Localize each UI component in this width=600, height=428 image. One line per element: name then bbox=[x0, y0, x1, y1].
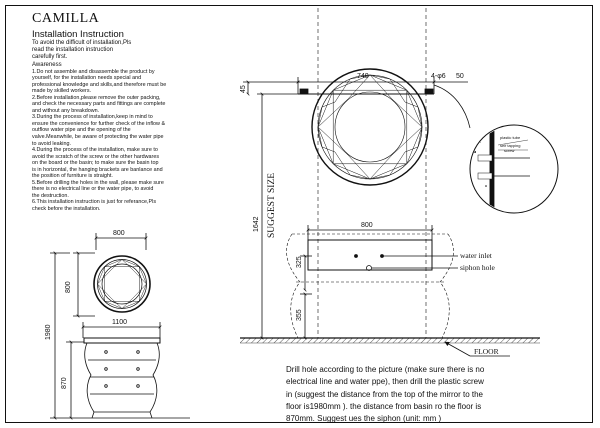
left-elevation-drawing bbox=[50, 233, 190, 420]
water-inlet-label: water inlet bbox=[460, 251, 493, 260]
note-line: in (suggest the distance from the top of… bbox=[286, 389, 483, 399]
dim-top-offset: 45 bbox=[240, 85, 247, 93]
large-mirror bbox=[311, 68, 429, 186]
siphon-hole-label: siphon hole bbox=[460, 263, 495, 272]
warning-line: outflow water pipe and the opening of th… bbox=[32, 127, 131, 134]
floor-label: FLOOR bbox=[474, 347, 499, 356]
intro-text: To avoid the difficult of installation,P… bbox=[32, 40, 192, 61]
intro-line: carefully first. bbox=[32, 54, 68, 60]
dim-mirror-width-right: 740 bbox=[357, 73, 369, 80]
small-cabinet bbox=[83, 337, 161, 419]
suggest-size-label: SUGGEST SIZE bbox=[267, 173, 277, 238]
cabinet-outline bbox=[286, 233, 454, 339]
warning-line: the position of furniture is straight. bbox=[32, 173, 113, 180]
warning-line: ensure the convenience for further check… bbox=[32, 120, 166, 127]
warning-line: on the board or the basin; to make sure … bbox=[32, 160, 159, 167]
warning-line: to avoid leaking. bbox=[32, 140, 71, 147]
dim-siphon-height: 355 bbox=[296, 309, 303, 321]
note-line: floor is1980mm ). the distance from basi… bbox=[286, 401, 482, 411]
dim-inlet-height: 325 bbox=[296, 256, 303, 268]
warning-line: 2.Before installation,please remove the … bbox=[32, 94, 161, 101]
intro-line: To avoid the difficult of installation,P… bbox=[32, 40, 132, 46]
warning-line: avoid the scratch of the screw or the ot… bbox=[32, 153, 160, 160]
warning-line: 1.Do not assemble and disassemble the pr… bbox=[32, 68, 155, 75]
dim-cabinet-width-left: 1100 bbox=[112, 319, 127, 326]
warning-line: there is no electrical line or the water… bbox=[32, 186, 154, 193]
dim-total-height-left: 1980 bbox=[45, 324, 52, 340]
warning-line: 6.This installation instruction is just … bbox=[32, 199, 157, 206]
warning-line: the destruction. bbox=[32, 192, 69, 199]
warning-line: yourself, for the installation needs spe… bbox=[32, 75, 142, 82]
warnings-list: Awareness 1.Do not assemble and disassem… bbox=[32, 62, 207, 213]
detail-label-plastic-tube: plastic tube bbox=[500, 135, 521, 140]
warning-line: 4.During the process of the installation… bbox=[32, 147, 158, 154]
right-elevation-drawing bbox=[240, 8, 559, 357]
warning-line: 5.Before drilling the holes in the wall,… bbox=[32, 179, 164, 186]
dim-cabinet-height-left: 870 bbox=[61, 377, 68, 389]
warning-line: professional knowledge and skills,and th… bbox=[32, 81, 167, 88]
screw-length: 50 bbox=[456, 73, 464, 80]
warning-line: and without any breakdown. bbox=[32, 107, 100, 114]
dim-overall-height: 1642 bbox=[253, 216, 260, 232]
detail-label-screw: screw bbox=[504, 148, 515, 153]
warning-line: valve.Meanwhile, be aware of protecting … bbox=[32, 134, 164, 141]
dim-mirror-height-left: 800 bbox=[65, 281, 72, 293]
screw-spec: 4-φ6 bbox=[431, 73, 446, 80]
note-line: Drill hole according to the picture (mak… bbox=[286, 365, 485, 374]
note-line: electrical line and water ppe), then dri… bbox=[286, 377, 484, 387]
warning-line: 3.During the process of installation,kee… bbox=[32, 114, 153, 121]
warning-line: is in horizontal, the hanging brackets a… bbox=[32, 166, 163, 173]
detail-label-self-tapping: self tapping bbox=[500, 143, 520, 148]
dim-basin-width: 800 bbox=[361, 222, 373, 229]
dim-mirror-width-left: 800 bbox=[113, 230, 125, 237]
intro-line: read the installation instruction bbox=[32, 47, 114, 53]
small-mirror bbox=[93, 255, 151, 313]
installation-note: Drill hole according to the picture (mak… bbox=[286, 364, 586, 425]
warning-line: made by skilled workers. bbox=[32, 88, 92, 95]
note-line: 870mm. Suggest ues the siphon (unit: mm … bbox=[286, 414, 442, 424]
screw-detail bbox=[469, 124, 559, 214]
warning-line: check before the installation. bbox=[32, 206, 101, 213]
page-subtitle: Installation Instruction bbox=[32, 29, 124, 40]
warnings-title: Awareness bbox=[32, 62, 62, 68]
warning-line: and check the necessary parts and fittin… bbox=[32, 101, 166, 108]
brand-title: CAMILLA bbox=[32, 11, 100, 26]
drawing-border bbox=[5, 5, 593, 423]
